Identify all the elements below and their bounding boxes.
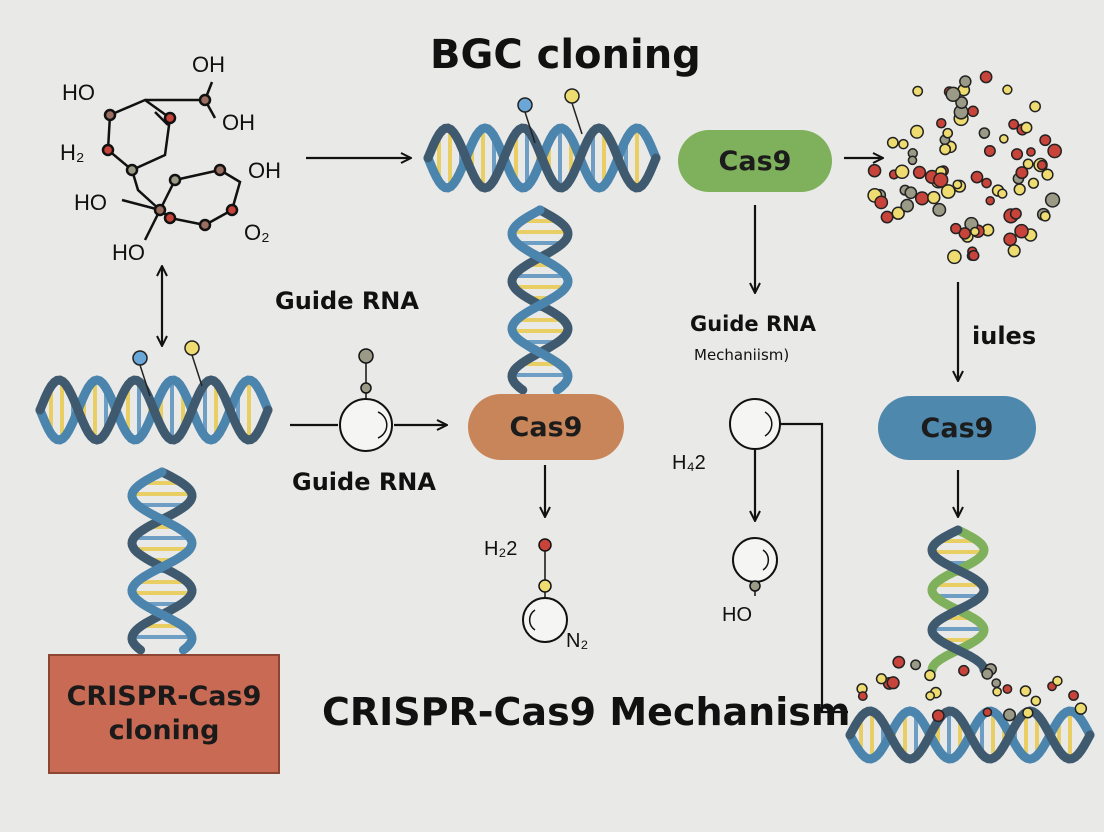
chem-oh-top1: OH (192, 52, 225, 77)
arrows (162, 158, 958, 714)
mechanism-subtitle: CRISPR-Cas9 Mechanism (322, 690, 851, 734)
cas9-pill-blue-label: Cas9 (920, 412, 994, 444)
dna-helix-center-vertical (507, 205, 573, 395)
cas9-pill-orange: Cas9 (468, 394, 624, 460)
connector-line (780, 422, 848, 714)
chem-oh-top2: OH (222, 110, 255, 135)
guide-rna-label-3: Guide RNA (690, 312, 816, 336)
dna-helix-left-vertical (127, 467, 197, 655)
diagram-title: BGC cloning (430, 32, 701, 78)
chem-ho-bottom: HO (112, 240, 145, 265)
chem-h22: H₂2 (484, 538, 518, 560)
dna-helix-right-vertical (927, 525, 989, 675)
chem-ho-top: HO (62, 80, 95, 105)
guide-rna-label-1: Guide RNA (275, 287, 419, 315)
iules-label: iules (972, 322, 1037, 350)
bead-clusters (132, 70, 1088, 723)
dna-helix-left (35, 375, 273, 445)
guide-rna-label-2: Guide RNA (292, 468, 436, 496)
cas9-pill-green-label: Cas9 (718, 145, 792, 177)
dna-helices (35, 123, 1095, 764)
chem-ho-small: HO (722, 604, 752, 626)
box-label-line1: CRISPR-Cas9 (66, 681, 262, 713)
chem-ho-mid: HO (74, 190, 107, 215)
chem-n2: N₂ (566, 630, 589, 652)
cas9-pill-orange-label: Cas9 (509, 411, 583, 443)
dna-helix-bottom-right (845, 706, 1095, 764)
box-label-line2: cloning (108, 715, 220, 746)
molecule-top-left (101, 81, 242, 241)
chem-o2: O₂ (244, 220, 270, 245)
chem-h42: H₄2 (672, 452, 706, 474)
chem-h2-left: H₂ (60, 140, 85, 165)
crispr-cas9-cloning-box: CRISPR-Cas9 cloning (48, 654, 280, 774)
mechanism-paren-label: Mechaniism) (694, 346, 790, 364)
dna-helix-top-center (423, 123, 661, 193)
cas9-pill-blue: Cas9 (878, 396, 1036, 460)
cas9-pill-green: Cas9 (678, 130, 832, 192)
chem-oh-mid: OH (248, 158, 281, 183)
